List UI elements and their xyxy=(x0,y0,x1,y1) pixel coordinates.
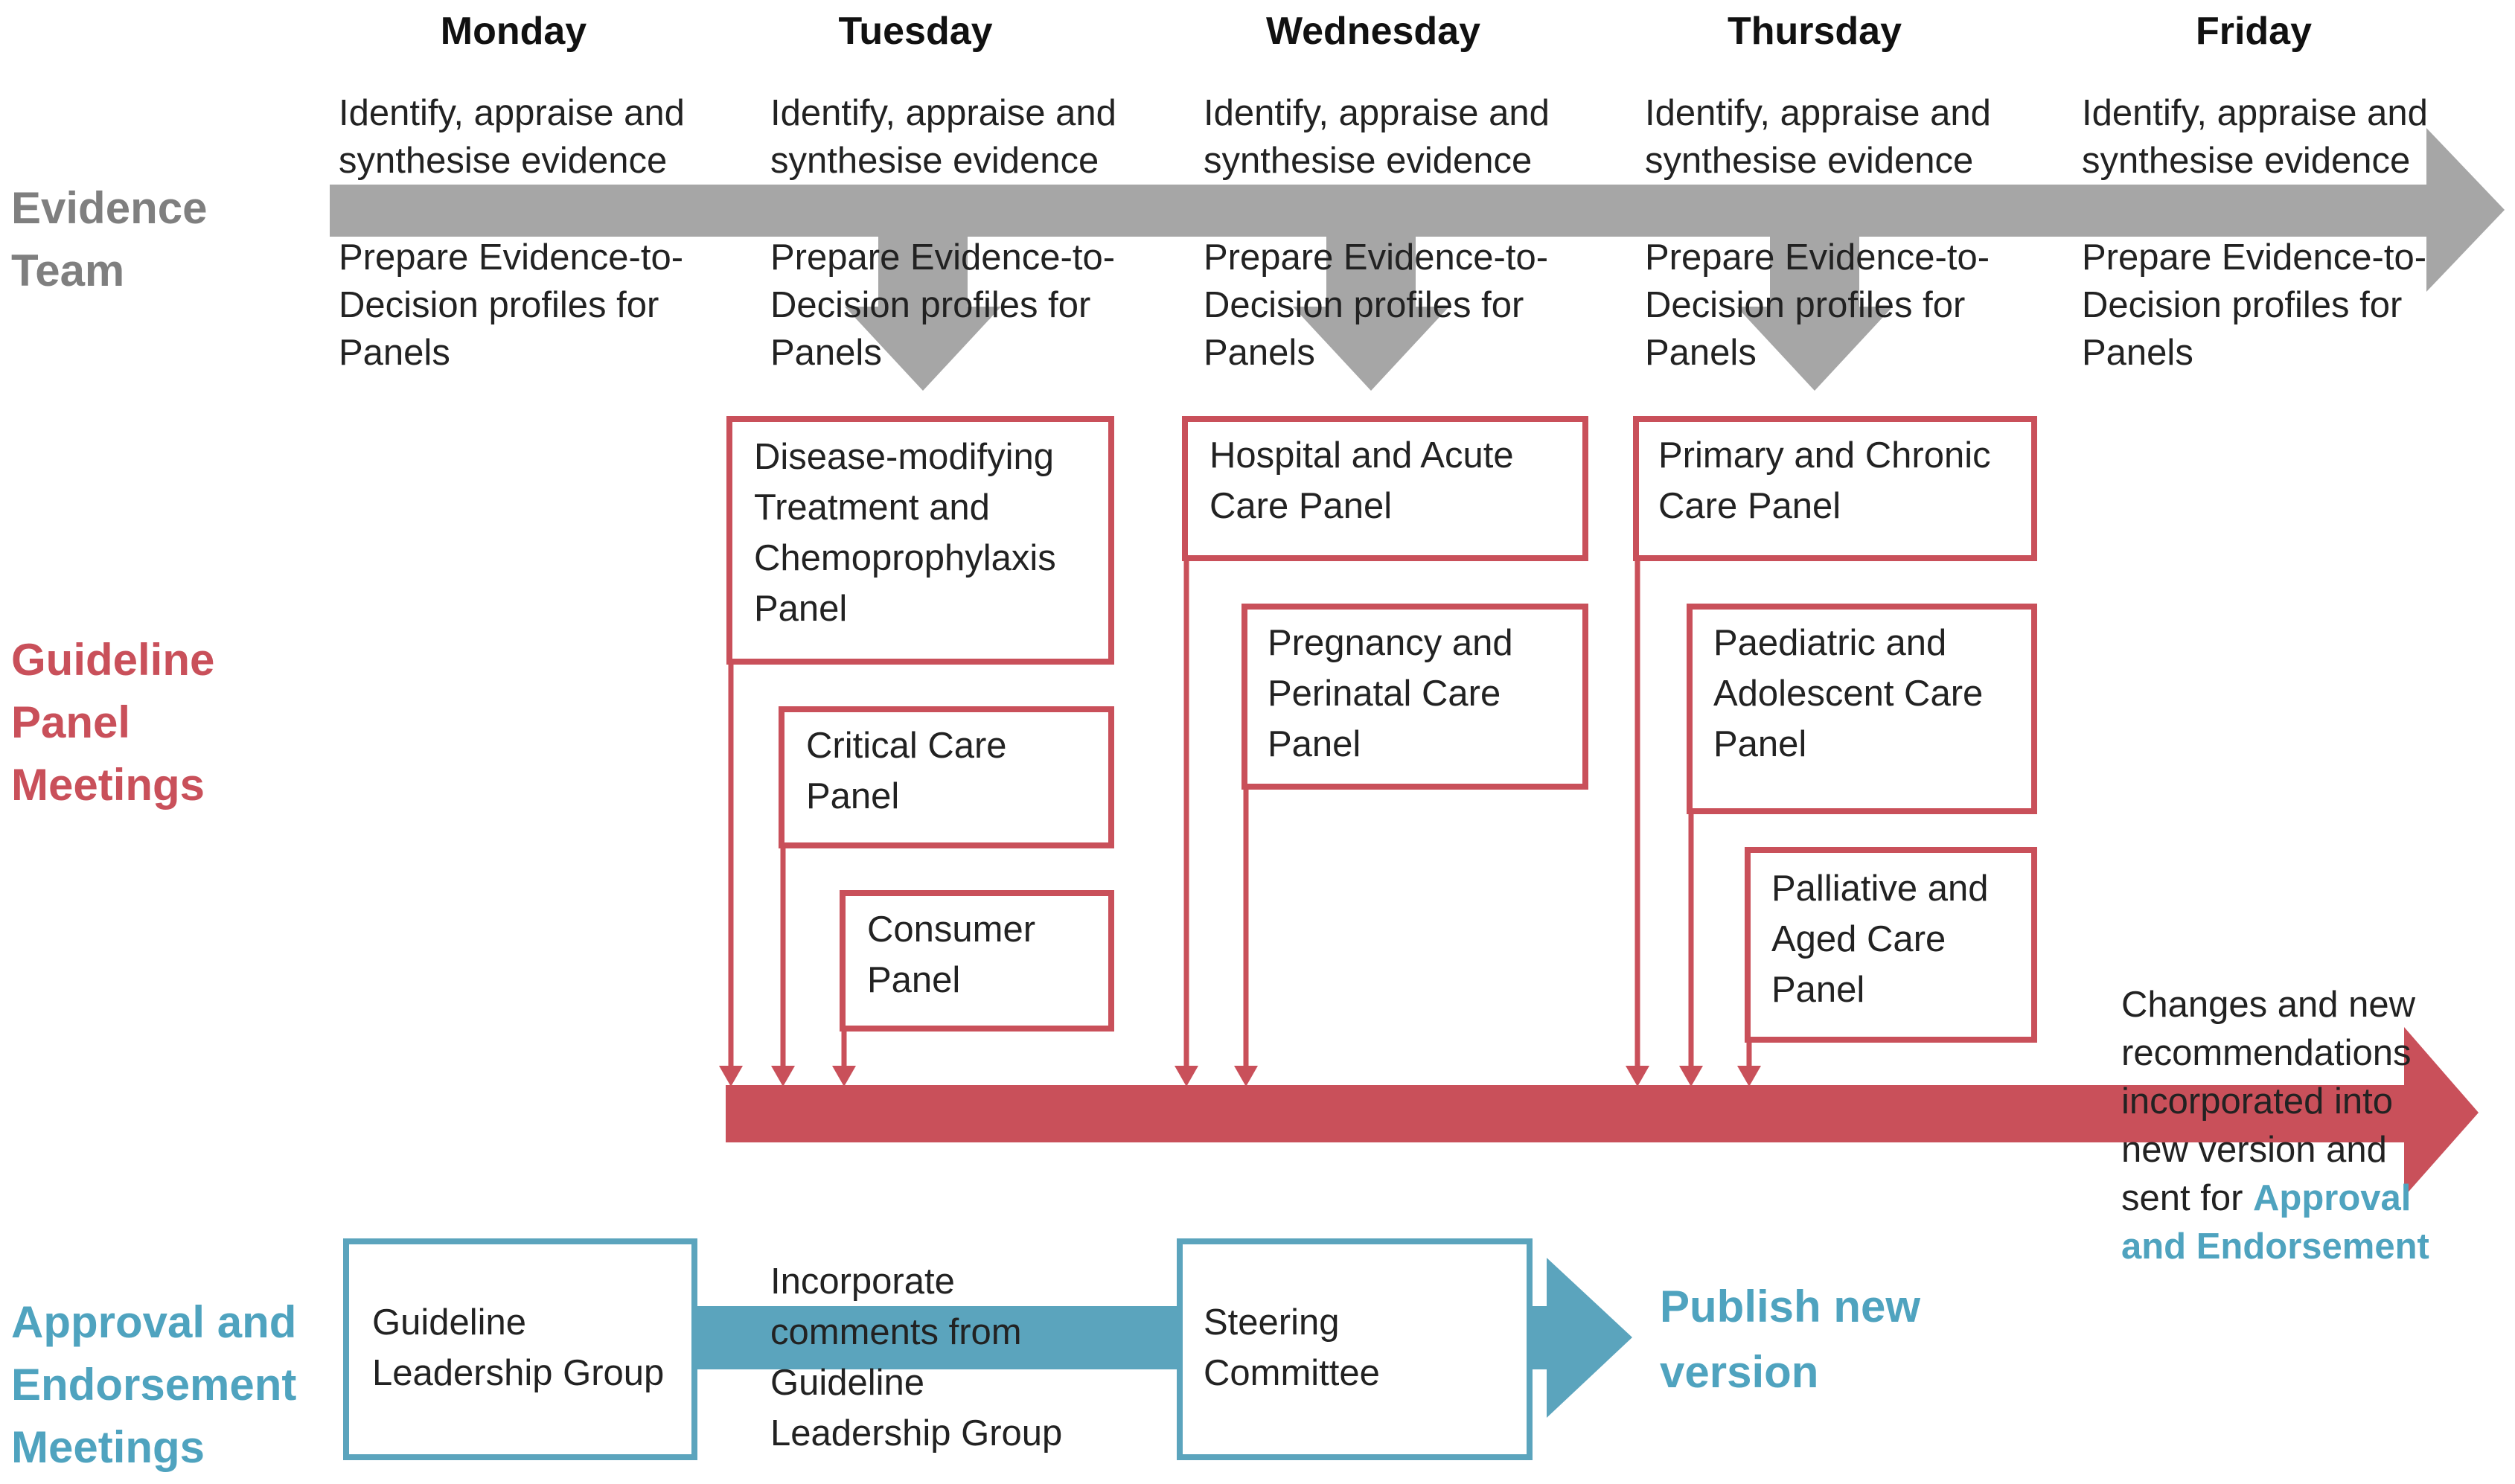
panel-consumer: Consumer Panel xyxy=(867,909,1036,1000)
panel-palliative: Palliative and Aged Care Panel xyxy=(1771,869,1989,1010)
task-prepare-monday: Prepare Evidence-to- Decision profiles f… xyxy=(339,237,684,373)
panel-connector-arrowheads xyxy=(719,1066,1761,1087)
approval-glg-label: Guideline Leadership Group xyxy=(372,1302,665,1393)
task-identify-tuesday: Identify, appraise and synthesise eviden… xyxy=(770,93,1116,181)
down-arrow-wednesday xyxy=(1293,237,1449,391)
task-prepare-friday: Prepare Evidence-to- Decision profiles f… xyxy=(2082,237,2427,373)
day-header-tuesday: Tuesday xyxy=(838,10,993,53)
task-identify-friday: Identify, appraise and synthesise eviden… xyxy=(2082,93,2428,181)
task-prepare-thursday: Prepare Evidence-to- Decision profiles f… xyxy=(1645,237,1990,373)
changes-note: Changes and new recommendations incorpor… xyxy=(2121,981,2429,1271)
approval-box-glg xyxy=(343,1238,697,1460)
task-prepare-wednesday: Prepare Evidence-to- Decision profiles f… xyxy=(1204,237,1549,373)
panel-box-paediatric xyxy=(1687,604,2037,814)
approval-steering-label: Steering Committee xyxy=(1204,1302,1380,1393)
day-header-thursday: Thursday xyxy=(1727,10,1902,53)
day-header-friday: Friday xyxy=(2195,10,2313,53)
panel-box-consumer xyxy=(840,890,1114,1032)
task-prepare-tuesday: Prepare Evidence-to- Decision profiles f… xyxy=(770,237,1116,373)
approval-box-steering xyxy=(1177,1238,1533,1460)
day-header-wednesday: Wednesday xyxy=(1265,10,1481,53)
evidence-timeline-arrow xyxy=(330,128,2505,292)
panel-paediatric: Paediatric and Adolescent Care Panel xyxy=(1713,623,1984,764)
down-arrow-tuesday xyxy=(845,237,1001,391)
panel-box-pregnancy xyxy=(1241,604,1588,790)
down-arrow-thursday xyxy=(1736,237,1893,391)
publish-new-version: Publish new version xyxy=(1660,1282,1921,1397)
panel-connectors xyxy=(728,558,1752,1072)
panel-box-hospital-acute xyxy=(1182,416,1588,561)
panel-box-disease-modifying xyxy=(726,416,1114,665)
panel-primary-chronic: Primary and Chronic Care Panel xyxy=(1658,435,1991,526)
approval-flow-bar xyxy=(696,1306,1180,1369)
row-label-guideline-panel-meetings: Guideline Panel Meetings xyxy=(11,635,215,810)
approval-incorporate-label: Incorporate comments from Guideline Lead… xyxy=(770,1261,1063,1453)
panel-box-outlines xyxy=(726,416,2037,1043)
panel-timeline-arrow xyxy=(726,1027,2479,1197)
panel-disease-modifying: Disease-modifying Treatment and Chemopro… xyxy=(754,437,1056,629)
task-identify-monday: Identify, appraise and synthesise eviden… xyxy=(339,93,685,181)
day-header-monday: Monday xyxy=(440,10,587,53)
panel-box-critical-care xyxy=(779,706,1114,848)
task-identify-wednesday: Identify, appraise and synthesise eviden… xyxy=(1204,93,1550,181)
panel-hospital-acute: Hospital and Acute Care Panel xyxy=(1209,435,1514,526)
publish-arrow xyxy=(1532,1258,1632,1418)
task-identify-thursday: Identify, appraise and synthesise eviden… xyxy=(1645,93,1991,181)
changes-note-text: Changes and new recommendations incorpor… xyxy=(2121,985,2416,1218)
panel-box-palliative xyxy=(1745,847,2037,1043)
panel-pregnancy: Pregnancy and Perinatal Care Panel xyxy=(1268,623,1513,764)
row-label-approval-meetings: Approval and Endorsement Meetings xyxy=(11,1297,297,1472)
panel-critical-care: Critical Care Panel xyxy=(806,726,1007,816)
changes-note-highlight: Approval and Endorsement xyxy=(2121,1178,2429,1267)
panel-box-primary-chronic xyxy=(1633,416,2037,561)
row-label-evidence-team: Evidence Team xyxy=(11,183,208,295)
approval-box-outlines xyxy=(343,1238,1533,1460)
